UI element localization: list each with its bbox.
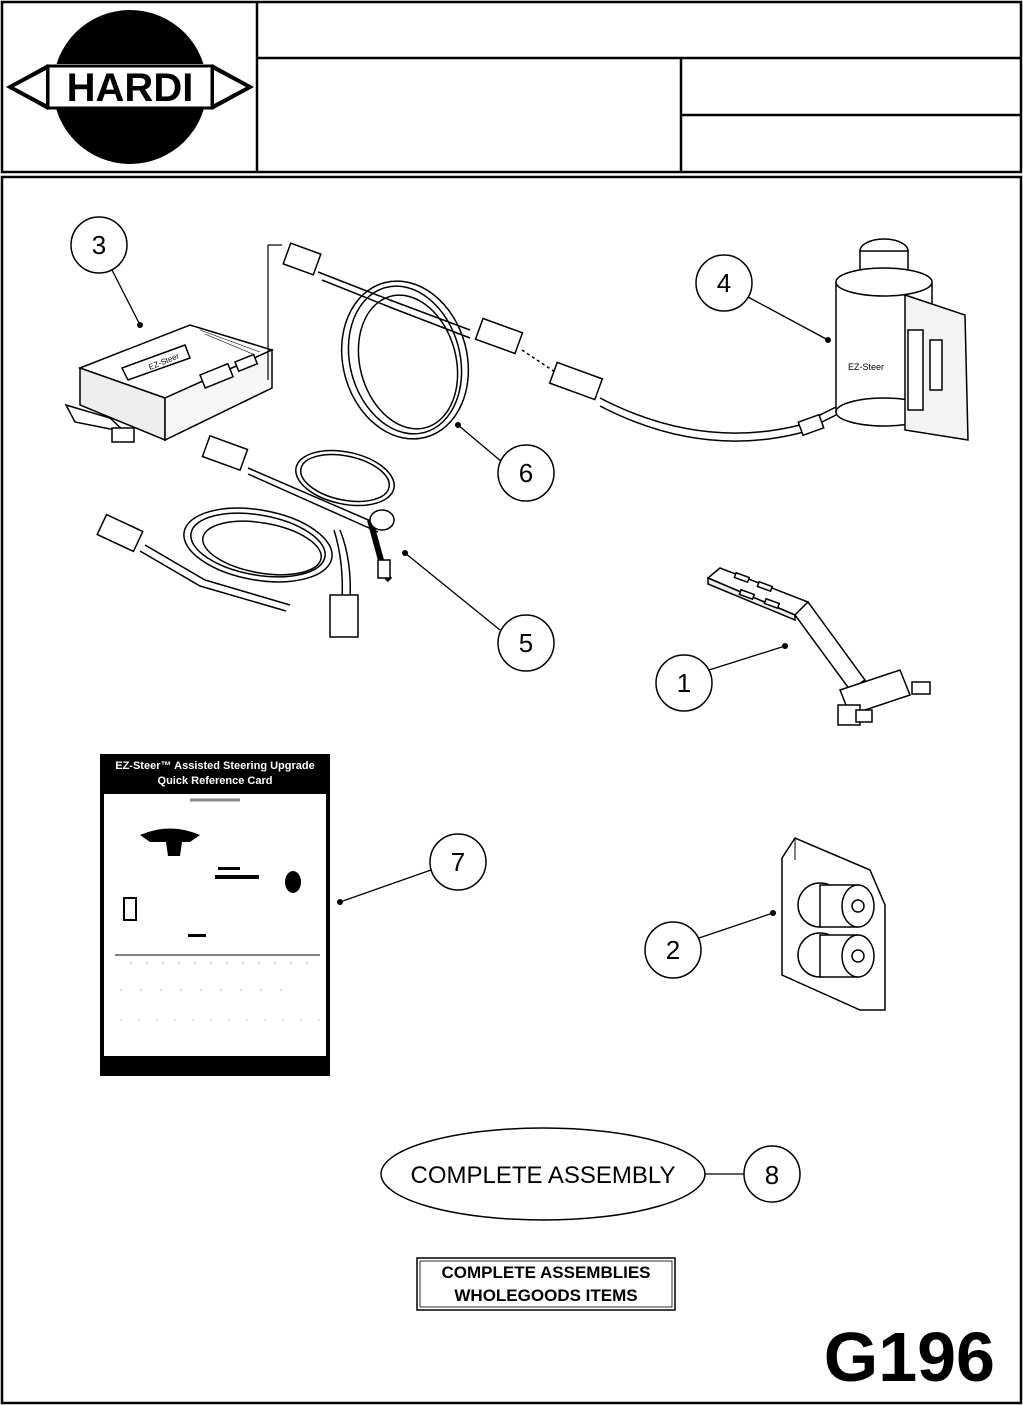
callout-4	[695, 254, 753, 312]
wholegoods-box	[416, 1257, 676, 1311]
complete-assembly-label: COMPLETE ASSEMBLY	[411, 1162, 676, 1189]
logo-text: HARDI	[67, 66, 194, 110]
callout-5	[497, 614, 555, 672]
leader-dots	[137, 322, 831, 916]
callout-5-label: 5	[519, 628, 533, 658]
header-frame	[0, 0, 1023, 174]
roller-pack	[781, 837, 886, 1011]
leader-lines	[111, 269, 829, 1175]
callout-4-label: 4	[717, 268, 731, 298]
controller-box: EZ-Steer	[64, 324, 275, 443]
card-title-line1: EZ-Steer™ Assisted Steering Upgrade	[115, 760, 314, 772]
callout-7-label: 7	[451, 847, 465, 877]
complete-assembly-oval	[380, 1127, 706, 1221]
callout-6-label: 6	[519, 458, 533, 488]
callout-6	[497, 444, 555, 502]
callout-7	[429, 833, 487, 891]
power-harness	[96, 434, 395, 638]
callout-1	[655, 654, 713, 712]
coiled-cable	[282, 242, 841, 442]
motor-label: EZ-Steer	[848, 362, 884, 372]
quick-reference-card: EZ-Steer™ Assisted Steering Upgrade Quic…	[100, 754, 330, 1076]
body-frame	[0, 175, 1023, 1405]
page-code: G196	[824, 1318, 995, 1396]
mounting-bracket	[706, 567, 931, 726]
callout-1-label: 1	[677, 668, 691, 698]
hardi-logo: HARDI	[6, 10, 254, 164]
callout-3	[70, 216, 128, 274]
callout-2-label: 2	[666, 935, 680, 965]
callout-3-label: 3	[92, 230, 106, 260]
callout-8-label: 8	[765, 1160, 779, 1190]
card-title-line2: Quick Reference Card	[158, 775, 273, 787]
callout-2	[644, 921, 702, 979]
wholegoods-line2: WHOLEGOODS ITEMS	[454, 1286, 637, 1305]
callout-8	[743, 1145, 801, 1203]
wholegoods-line1: COMPLETE ASSEMBLIES	[441, 1263, 650, 1282]
steering-motor: EZ-Steer	[835, 238, 969, 441]
